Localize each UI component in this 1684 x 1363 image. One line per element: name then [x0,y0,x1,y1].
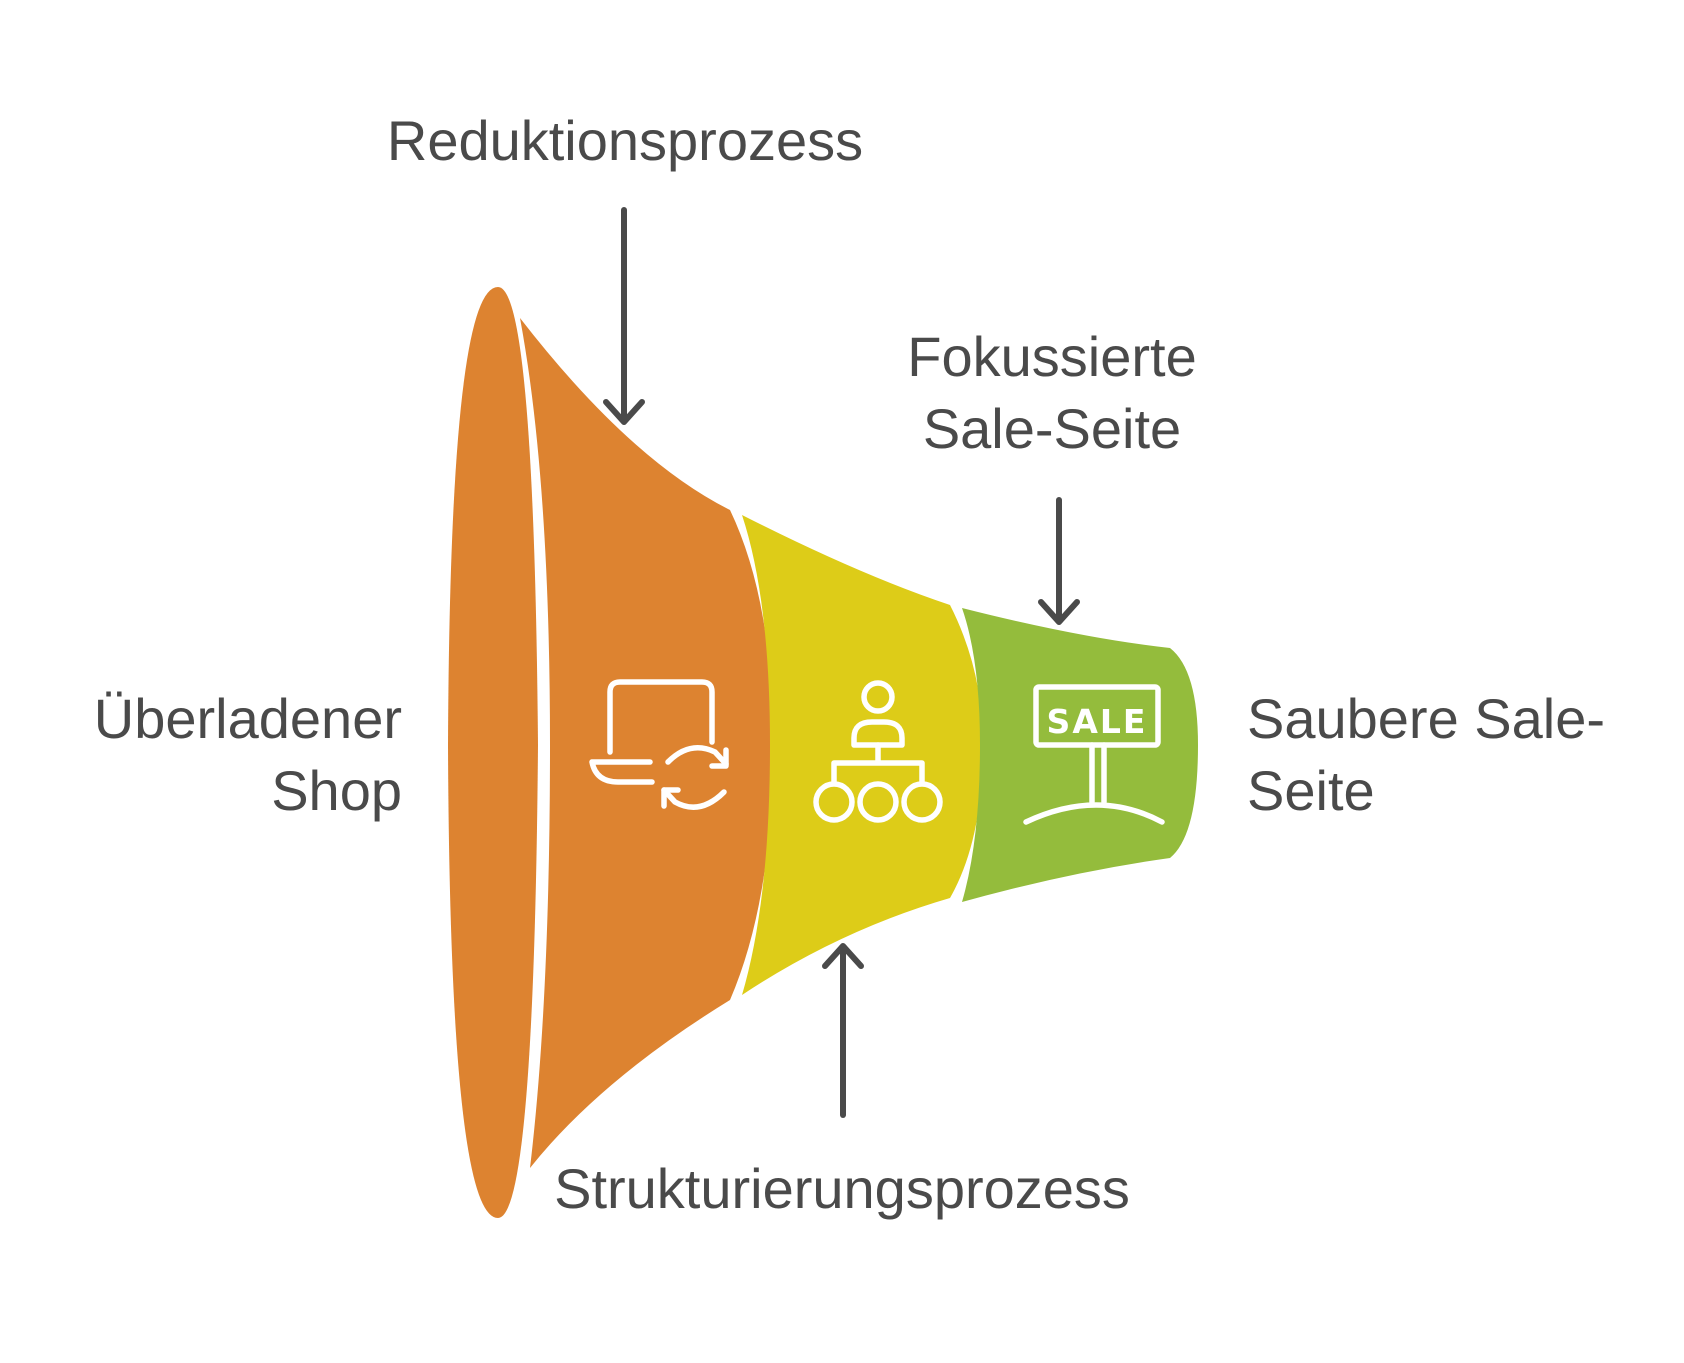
sale-sign-icon: SALE [1023,684,1165,825]
laptop-refresh-icon [589,679,729,810]
label-strukturierungsprozess: Strukturierungsprozess [554,1157,1130,1220]
orange-segment [520,318,773,1168]
orange-rim [448,287,538,1218]
label-end-line1: Saubere Sale- [1247,687,1605,750]
yellow-segment [742,515,983,995]
green-segment [962,608,1198,902]
arrow-strukturierung [822,943,864,1118]
label-fokussierte-line1: Fokussierte [907,325,1196,388]
hierarchy-icon [813,680,943,823]
label-start-line1: Überladener [94,687,402,750]
sale-sign-text: SALE [1047,702,1148,741]
arrow-fokussierte [1038,497,1080,625]
label-start-line2: Shop [271,759,402,822]
label-reduktionsprozess: Reduktionsprozess [387,109,863,172]
arrow-reduktion [603,207,645,425]
label-fokussierte-line2: Sale-Seite [923,397,1181,460]
label-end-line2: Seite [1247,759,1375,822]
